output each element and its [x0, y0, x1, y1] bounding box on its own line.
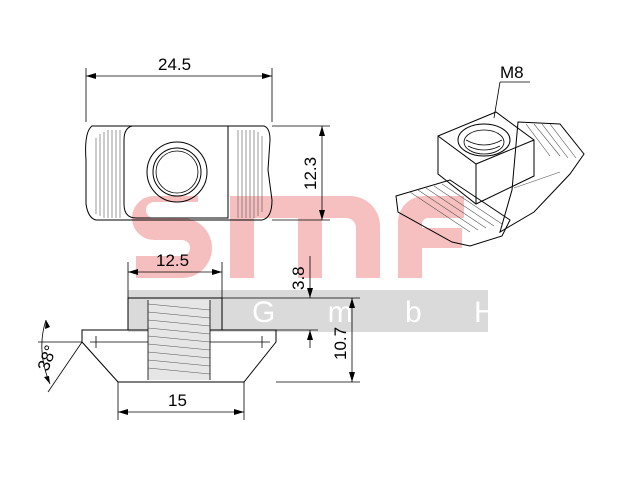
dimension-total-height: 10.7	[276, 297, 360, 383]
dim-label-top-width: 24.5	[158, 55, 191, 74]
dim-label-top-height: 12.3	[301, 157, 320, 190]
dim-label-slot-width: 12.5	[156, 251, 189, 270]
dim-label-angle: 38°	[34, 343, 61, 374]
dimension-base-width: 15	[117, 382, 245, 420]
dim-label-neck-height: 3.8	[289, 266, 308, 290]
side-view	[81, 297, 277, 383]
isometric-view: M8	[395, 63, 585, 247]
dimension-top-height: 12.3	[272, 125, 330, 221]
dim-label-total-height: 10.7	[331, 327, 350, 360]
dimension-top-width: 24.5	[85, 55, 273, 122]
dimension-angle: 38°	[34, 319, 83, 393]
watermark-company-line: G m b H	[252, 296, 518, 329]
top-view	[85, 125, 273, 221]
dimension-neck-height: 3.8	[222, 256, 318, 348]
label-thread: M8	[500, 63, 524, 82]
thread-hatch	[148, 300, 210, 380]
dimension-slot-width: 12.5	[127, 251, 223, 298]
dim-label-base-width: 15	[168, 391, 187, 410]
